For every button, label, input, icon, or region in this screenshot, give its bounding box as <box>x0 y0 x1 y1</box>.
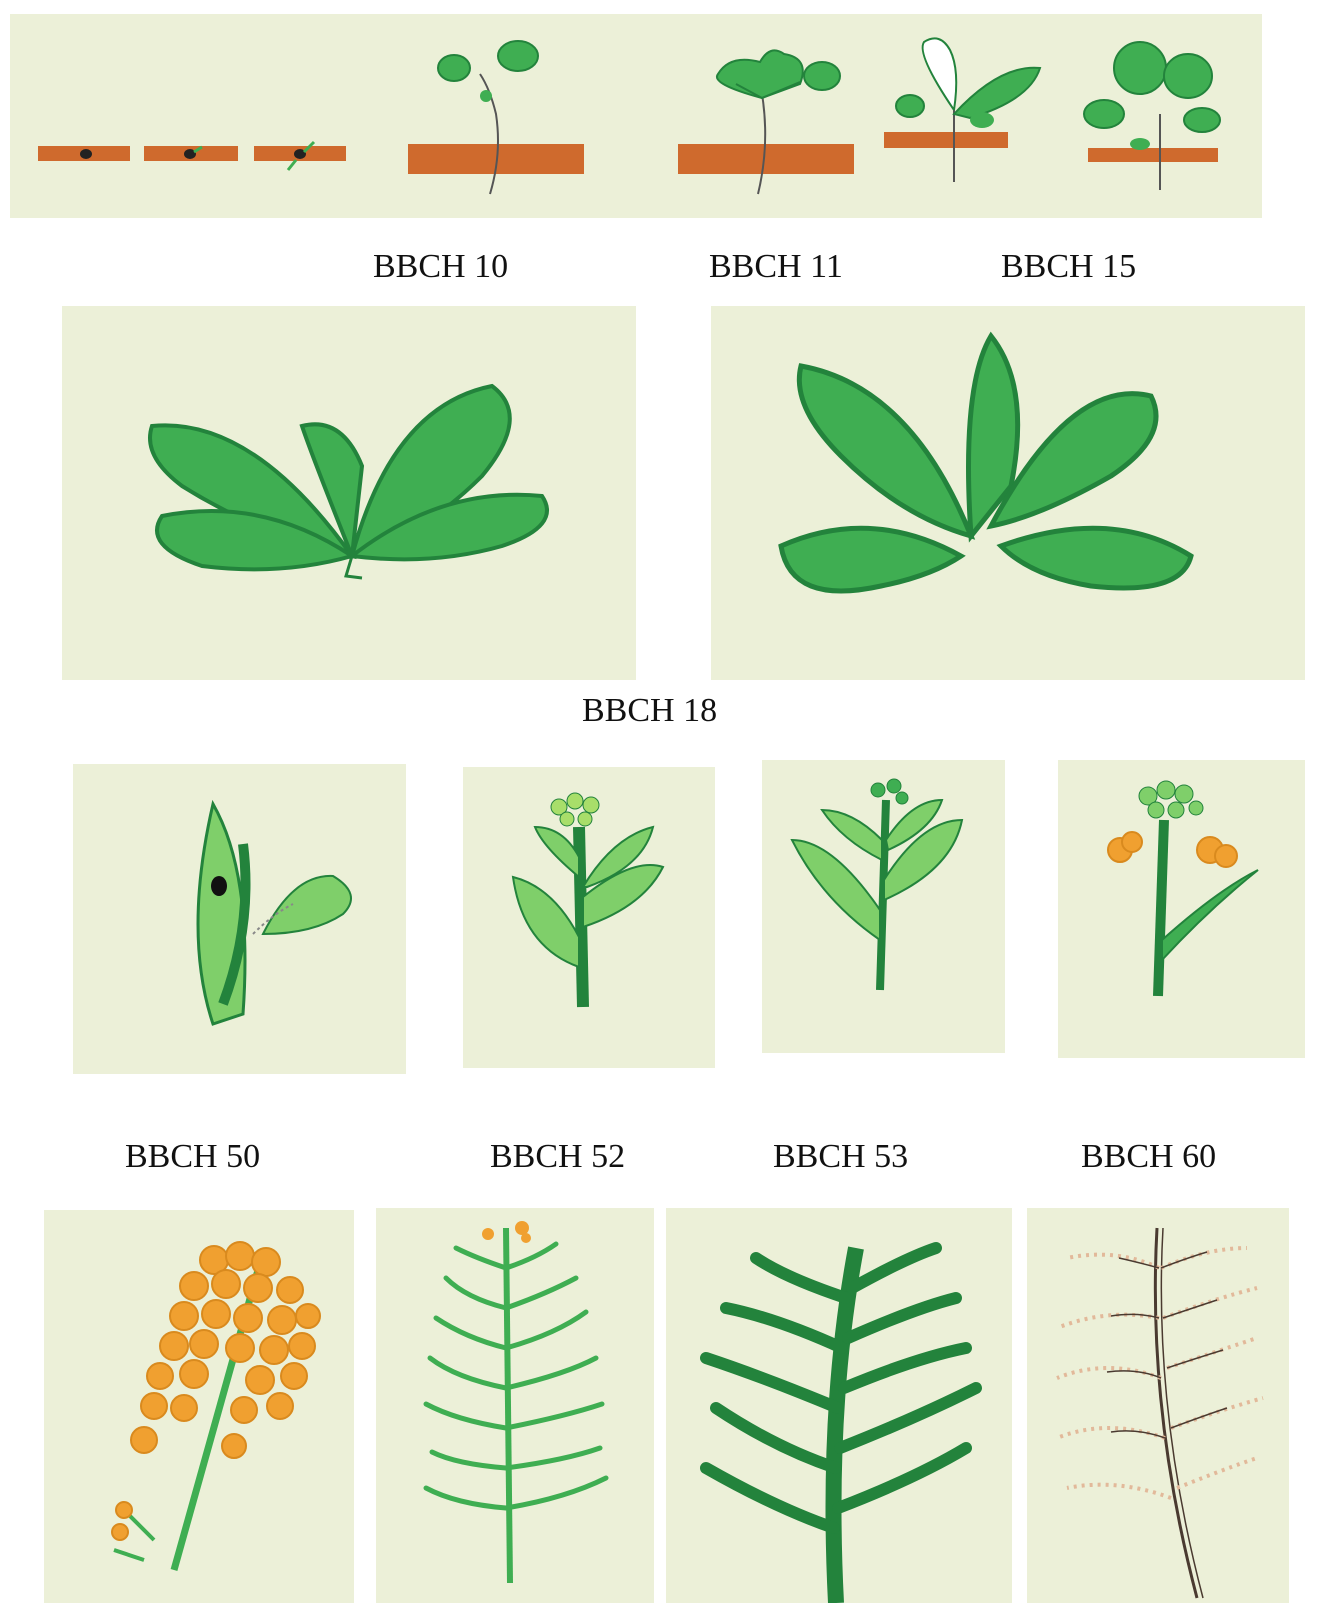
pod-filling-illustration <box>666 1208 1012 1603</box>
seedling-stages-illustration <box>10 14 1262 218</box>
ripening-illustration <box>1027 1208 1289 1603</box>
seedling-bbch10 <box>408 41 584 194</box>
panel-ripening <box>1027 1208 1289 1603</box>
label-bbch11: BBCH 11 <box>709 250 843 284</box>
panel-pod-filling <box>666 1208 1012 1603</box>
seedling-stages-strip <box>10 14 1262 218</box>
rosette-panel-right <box>711 306 1305 680</box>
rosette-illustration-right <box>711 306 1305 680</box>
rosette-panel-left <box>62 306 636 680</box>
panel-bbch52 <box>463 767 715 1068</box>
label-bbch53: BBCH 53 <box>773 1140 908 1174</box>
rosette-illustration-left <box>62 306 636 680</box>
label-bbch60: BBCH 60 <box>1081 1140 1216 1174</box>
seed-stage-00 <box>38 146 130 161</box>
plant-bbch53-illustration <box>762 760 1005 1053</box>
label-bbch10: BBCH 10 <box>373 250 508 284</box>
label-bbch52: BBCH 52 <box>490 1140 625 1174</box>
seedling-bbch15-b <box>1084 42 1220 190</box>
panel-bbch50 <box>73 764 406 1074</box>
plant-bbch52-illustration <box>463 767 715 1068</box>
seedling-bbch11 <box>678 50 854 194</box>
label-bbch15: BBCH 15 <box>1001 250 1136 284</box>
panel-pod-development <box>376 1208 654 1603</box>
seedling-bbch15-a <box>860 14 1068 218</box>
panel-bbch53 <box>762 760 1005 1053</box>
label-bbch50: BBCH 50 <box>125 1140 260 1174</box>
plant-bbch60-illustration <box>1058 760 1305 1058</box>
pod-development-illustration <box>376 1208 654 1603</box>
full-flowering-illustration <box>44 1210 354 1603</box>
panel-bbch60 <box>1058 760 1305 1058</box>
panel-full-flowering <box>44 1210 354 1603</box>
plant-bbch50-illustration <box>73 764 406 1074</box>
seed-stage-05 <box>144 146 238 161</box>
seed-stage-07 <box>254 142 346 170</box>
label-bbch18: BBCH 18 <box>582 694 717 728</box>
